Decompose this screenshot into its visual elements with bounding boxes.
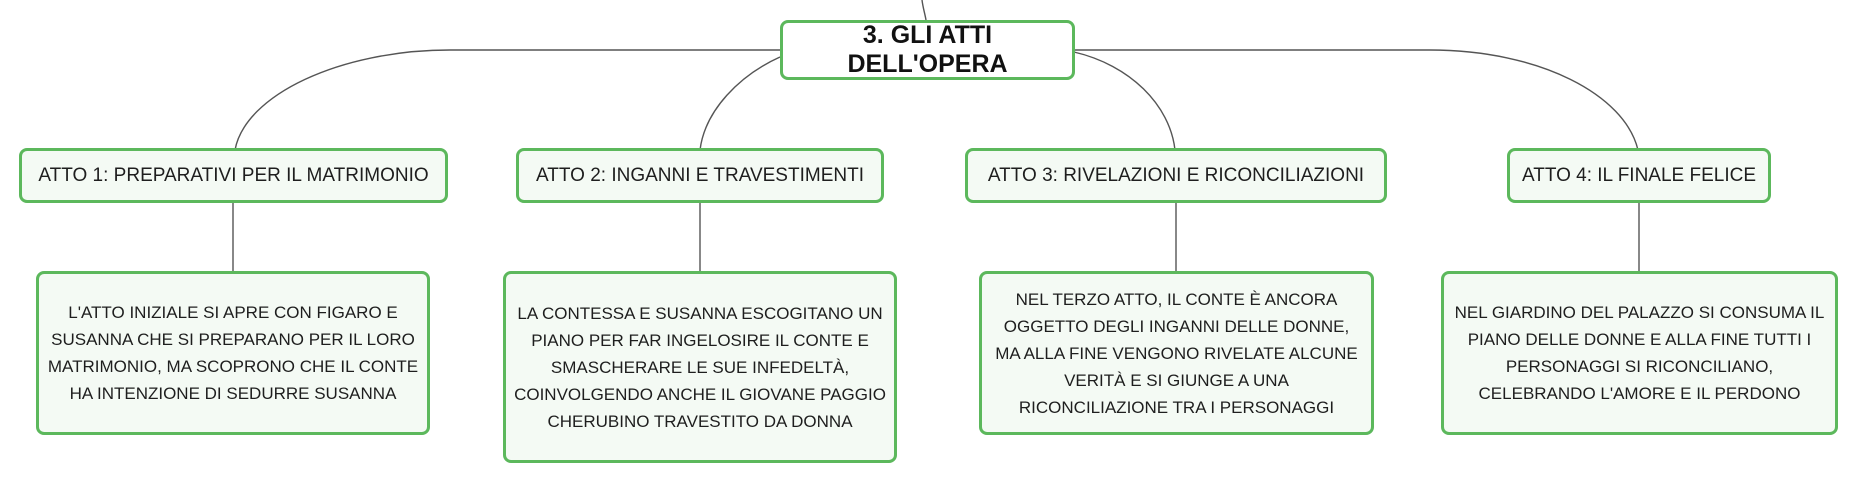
act-2-description: LA CONTESSA E SUSANNA ESCOGITANO UN PIAN… bbox=[514, 303, 886, 431]
act-1-description-node[interactable]: L'ATTO INIZIALE SI APRE CON FIGARO E SUS… bbox=[36, 271, 430, 435]
act-4-title: ATTO 4: IL FINALE FELICE bbox=[1521, 164, 1757, 186]
act-3-node[interactable]: ATTO 3: RIVELAZIONI E RICONCILIAZIONI bbox=[965, 148, 1387, 203]
act-2-title: ATTO 2: INGANNI E TRAVESTIMENTI bbox=[536, 164, 864, 186]
act-4-description: NEL GIARDINO DEL PALAZZO SI CONSUMA IL P… bbox=[1454, 303, 1825, 403]
act-4-description-node[interactable]: NEL GIARDINO DEL PALAZZO SI CONSUMA IL P… bbox=[1441, 271, 1838, 435]
root-title: 3. GLI ATTI DELL'OPERA bbox=[847, 21, 1008, 78]
act-2-description-node[interactable]: LA CONTESSA E SUSANNA ESCOGITANO UN PIAN… bbox=[503, 271, 897, 463]
connector-root-act-1 bbox=[234, 49, 780, 151]
root-node[interactable]: 3. GLI ATTI DELL'OPERA bbox=[780, 20, 1075, 80]
act-3-title: ATTO 3: RIVELAZIONI E RICONCILIAZIONI bbox=[987, 164, 1365, 186]
connector-parent-root bbox=[921, 0, 927, 21]
act-1-description: L'ATTO INIZIALE SI APRE CON FIGARO E SUS… bbox=[47, 303, 419, 403]
act-1-title: ATTO 1: PREPARATIVI PER IL MATRIMONIO bbox=[38, 164, 429, 186]
act-4-node[interactable]: ATTO 4: IL FINALE FELICE bbox=[1507, 148, 1771, 203]
connector-root-act-3 bbox=[1073, 51, 1176, 151]
act-3-description-node[interactable]: NEL TERZO ATTO, IL CONTE È ANCORA OGGETT… bbox=[979, 271, 1374, 435]
act-1-node[interactable]: ATTO 1: PREPARATIVI PER IL MATRIMONIO bbox=[19, 148, 448, 203]
act-2-node[interactable]: ATTO 2: INGANNI E TRAVESTIMENTI bbox=[516, 148, 884, 203]
connector-root-act-2 bbox=[699, 56, 781, 151]
act-3-description: NEL TERZO ATTO, IL CONTE È ANCORA OGGETT… bbox=[995, 289, 1358, 417]
connector-root-act-4 bbox=[1074, 49, 1639, 151]
